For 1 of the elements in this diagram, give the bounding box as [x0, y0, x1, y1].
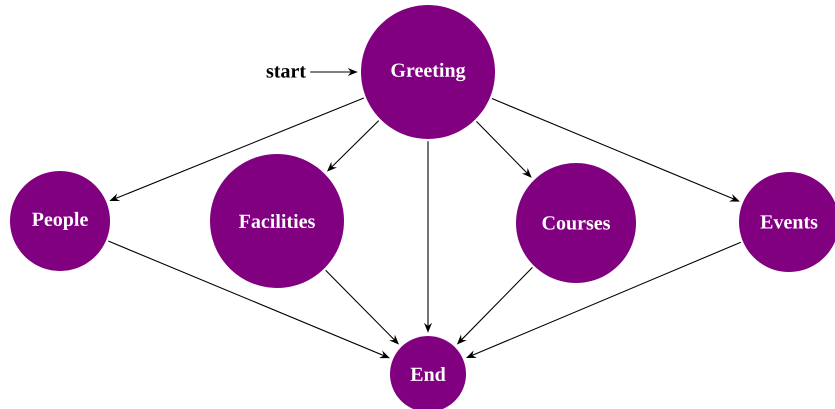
- start-label: start: [266, 66, 306, 78]
